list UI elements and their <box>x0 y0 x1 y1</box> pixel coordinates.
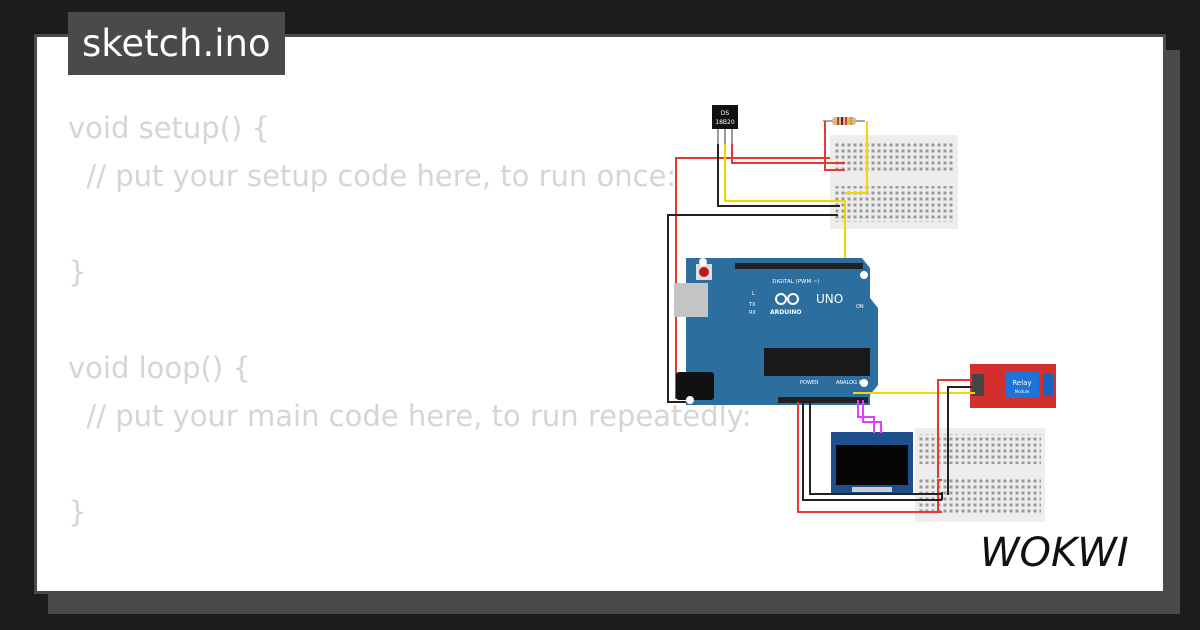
oled-display <box>831 432 913 495</box>
code-line: // put your setup code here, to run once… <box>68 159 677 193</box>
relay-label: Relay <box>1012 379 1031 387</box>
file-tab[interactable]: sketch.ino <box>68 12 285 75</box>
ds18b20-sensor: DS 18B20 <box>712 105 738 144</box>
digital-header <box>735 263 863 269</box>
on-label: ON <box>856 304 864 310</box>
board-model: UNO <box>816 292 843 306</box>
power-label: POWER <box>800 380 819 386</box>
code-line <box>68 296 752 344</box>
relay-sublabel: Module <box>1015 389 1030 394</box>
power-analog-header <box>778 397 868 403</box>
code-line: // put your main code here, to run repea… <box>68 399 752 433</box>
reset-button <box>699 267 709 277</box>
arduino-logo-icon <box>775 293 799 305</box>
code-line: void setup() { <box>68 111 270 145</box>
wokwi-logo: WOKWI <box>980 530 1129 576</box>
relay-module: Relay Module <box>970 364 1056 408</box>
rx-label: RX <box>749 310 756 316</box>
breadboard-bottom <box>915 428 1045 522</box>
code-line <box>68 200 752 248</box>
usb-port <box>674 283 708 317</box>
arduino-uno-board: DIGITAL (PWM ~) UNO ARDUINO ON L TX RX P… <box>674 258 878 405</box>
code-line <box>68 440 752 488</box>
sensor-label-line2: 18B20 <box>715 119 735 126</box>
power-jack <box>676 372 714 400</box>
code-editor[interactable]: void setup() { // put your setup code he… <box>68 104 752 536</box>
circuit-diagram: DS 18B20 DIGITAL (PWM ~) UNO A <box>667 105 1056 522</box>
code-line: void loop() { <box>68 351 251 385</box>
microcontroller-chip <box>764 348 870 376</box>
code-line: } <box>68 255 87 289</box>
sensor-label-line1: DS <box>721 110 730 117</box>
wokwi-logo-text: WOKWI <box>980 530 1129 576</box>
board-brand: ARDUINO <box>770 309 801 316</box>
digital-label: DIGITAL (PWM ~) <box>772 279 819 285</box>
code-line: } <box>68 495 87 529</box>
tx-label: TX <box>748 302 756 308</box>
wires-bottom <box>797 379 975 513</box>
resistor <box>823 117 865 125</box>
analog-label: ANALOG IN <box>836 380 864 386</box>
breadboard-top <box>830 135 958 229</box>
l-label: L <box>752 291 755 297</box>
